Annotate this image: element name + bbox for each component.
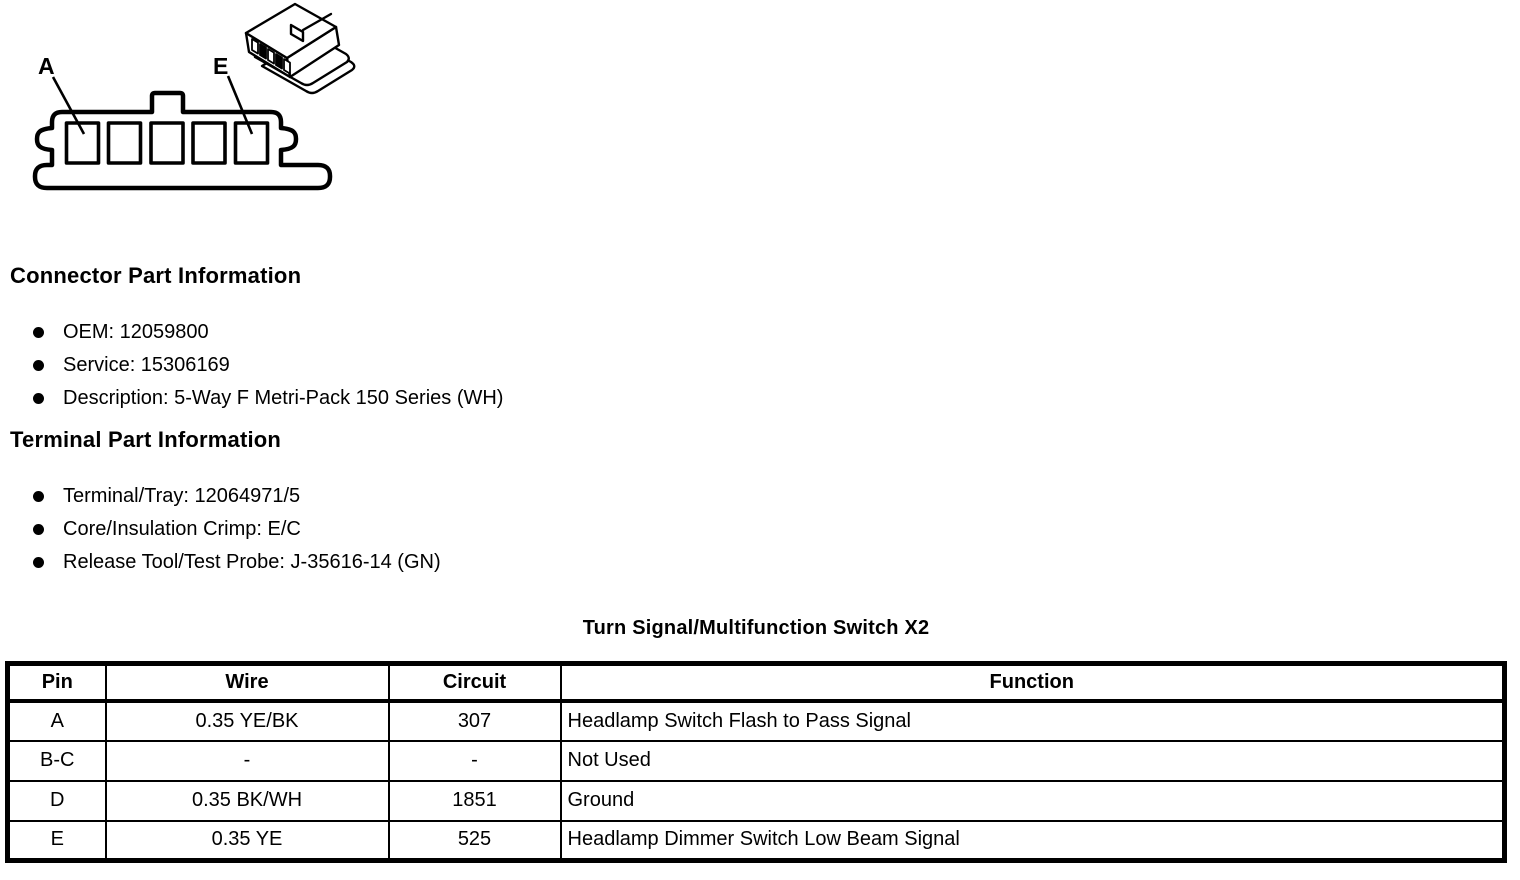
- column-header-function: Function: [559, 662, 1506, 702]
- pin-cell: B-C: [6, 739, 107, 782]
- pin-a-label: A: [38, 53, 55, 79]
- connector-part-info-list: OEM: 12059800 Service: 15306169 Descript…: [0, 316, 503, 415]
- circuit-cell: 1851: [387, 779, 562, 822]
- list-item-terminal-tray: Terminal/Tray: 12064971/5: [0, 480, 441, 513]
- pinout-table-title: Turn Signal/Multifunction Switch X2: [582, 617, 930, 639]
- circuit-cell: -: [387, 739, 562, 782]
- list-item-crimp: Core/Insulation Crimp: E/C: [0, 513, 441, 546]
- wire-cell: -: [104, 739, 390, 782]
- table-header-row: Pin Wire Circuit Function: [6, 662, 1506, 702]
- latch-tab: [289, 23, 305, 43]
- terminal-part-info-list: Terminal/Tray: 12064971/5 Core/Insulatio…: [0, 480, 441, 579]
- table-row-pin-bc: B-C - - Not Used: [6, 739, 1506, 782]
- wire-cell: 0.35 YE/BK: [104, 699, 390, 742]
- wire-cell: 0.35 BK/WH: [104, 779, 390, 822]
- list-item-description: Description: 5-Way F Metri-Pack 150 Seri…: [0, 382, 503, 415]
- connector-3d-view: [244, 2, 356, 95]
- list-item-oem: OEM: 12059800: [0, 316, 503, 349]
- cavity-d: [191, 121, 227, 165]
- circuit-cell: 307: [387, 699, 562, 742]
- cavity-a: [64, 121, 101, 165]
- list-item-service: Service: 15306169: [0, 349, 503, 382]
- pinout-table: Pin Wire Circuit Function A 0.35 YE/BK 3…: [5, 661, 1507, 863]
- connector-diagram: A E: [32, 2, 356, 191]
- cavity-c: [149, 121, 185, 165]
- circuit-cell: 525: [387, 819, 562, 862]
- function-cell: Headlamp Dimmer Switch Low Beam Signal: [559, 819, 1506, 862]
- list-item-release-tool: Release Tool/Test Probe: J-35616-14 (GN): [0, 546, 441, 579]
- pin-cell: D: [6, 779, 107, 822]
- function-cell: Headlamp Switch Flash to Pass Signal: [559, 699, 1506, 742]
- cavity-e: [233, 121, 270, 165]
- wire-cell: 0.35 YE: [104, 819, 390, 862]
- table-row-pin-d: D 0.35 BK/WH 1851 Ground: [6, 779, 1506, 822]
- column-header-wire: Wire: [104, 662, 390, 702]
- function-cell: Ground: [559, 779, 1506, 822]
- pin-cell: A: [6, 699, 107, 742]
- pin-a-leader-line: [51, 76, 86, 135]
- terminal-part-info-heading: Terminal Part Information: [10, 427, 282, 452]
- pin-cell: E: [6, 819, 107, 862]
- connector-front-view: [32, 90, 333, 191]
- cavity-b: [106, 121, 143, 165]
- column-header-circuit: Circuit: [387, 662, 562, 702]
- connector-part-info-heading: Connector Part Information: [10, 263, 302, 288]
- table-row-pin-a: A 0.35 YE/BK 307 Headlamp Switch Flash t…: [6, 699, 1506, 742]
- function-cell: Not Used: [559, 739, 1506, 782]
- column-header-pin: Pin: [6, 662, 107, 702]
- pin-e-leader-line: [226, 75, 254, 135]
- pin-e-label: E: [213, 53, 228, 79]
- table-row-pin-e: E 0.35 YE 525 Headlamp Dimmer Switch Low…: [6, 819, 1506, 862]
